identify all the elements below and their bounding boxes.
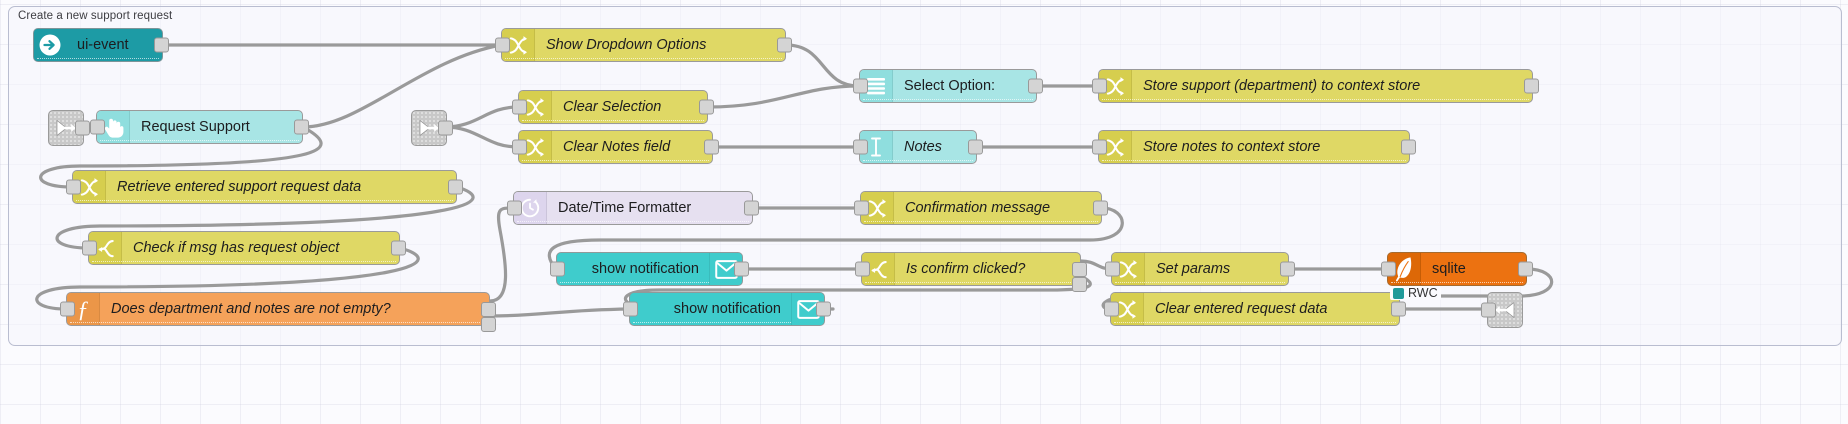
node-label: Show Dropdown Options: [546, 37, 707, 53]
text-cursor-icon: [860, 131, 893, 163]
node-select-option[interactable]: Select Option:: [853, 69, 1043, 103]
node-output-port[interactable]: [294, 119, 309, 135]
node-input-port[interactable]: [1104, 301, 1119, 317]
node-link-in-2[interactable]: [411, 110, 453, 146]
node-link-out-1[interactable]: [1481, 292, 1523, 328]
node-label: sqlite: [1432, 261, 1466, 277]
node-label: show notification: [591, 261, 699, 277]
node-output-port[interactable]: [75, 120, 90, 136]
change-icon: [1111, 293, 1144, 325]
node-output-port[interactable]: [1524, 78, 1539, 94]
node-label: Clear Selection: [563, 99, 662, 115]
arrow-right-circle-icon: [34, 29, 66, 61]
node-input-port[interactable]: [1092, 78, 1107, 94]
node-check-msg[interactable]: Check if msg has request object: [82, 231, 406, 265]
node-store-support[interactable]: Store support (department) to context st…: [1092, 69, 1539, 103]
node-label: Set params: [1156, 261, 1231, 277]
node-output-port-1[interactable]: [481, 302, 496, 317]
link-out-icon: [1494, 300, 1516, 320]
node-output-port[interactable]: [1391, 301, 1406, 317]
node-confirm-msg[interactable]: Confirmation message: [854, 191, 1108, 225]
node-label: Confirmation message: [905, 200, 1051, 216]
node-notes[interactable]: Notes: [853, 130, 983, 164]
node-label: Clear Notes field: [563, 139, 671, 155]
node-store-notes[interactable]: Store notes to context store: [1092, 130, 1416, 164]
node-input-port[interactable]: [855, 261, 870, 277]
node-label: Store support (department) to context st…: [1143, 78, 1421, 94]
node-label: Notes: [904, 139, 942, 155]
node-output-port[interactable]: [968, 139, 983, 155]
node-output-port[interactable]: [699, 99, 714, 115]
status-text: RWC: [1408, 286, 1438, 300]
node-label: Request Support: [141, 119, 250, 135]
node-output-port[interactable]: [1401, 139, 1416, 155]
group-label: Create a new support request: [18, 10, 173, 22]
node-sqlite[interactable]: sqlite: [1381, 252, 1533, 286]
node-label: Check if msg has request object: [133, 240, 340, 256]
node-input-port[interactable]: [507, 200, 522, 216]
node-output-port-1[interactable]: [1072, 262, 1087, 277]
node-output-port[interactable]: [1028, 78, 1043, 94]
node-clear-req-data[interactable]: Clear entered request data: [1104, 292, 1406, 326]
node-input-port[interactable]: [853, 78, 868, 94]
node-input-port[interactable]: [1481, 302, 1496, 318]
node-output-port[interactable]: [816, 301, 831, 317]
node-label: ui-event: [77, 37, 129, 53]
node-datetime-fmt[interactable]: Date/Time Formatter: [507, 191, 759, 225]
node-output-port[interactable]: [1093, 200, 1108, 216]
node-input-port[interactable]: [853, 139, 868, 155]
link-in-icon: [418, 118, 440, 138]
node-output-port-2[interactable]: [1072, 277, 1087, 292]
node-clear-notes[interactable]: Clear Notes field: [512, 130, 719, 164]
node-input-port[interactable]: [512, 139, 527, 155]
node-link-in-1[interactable]: [48, 110, 90, 146]
node-output-port[interactable]: [391, 240, 406, 256]
node-input-port[interactable]: [623, 301, 638, 317]
node-label: Is confirm clicked?: [906, 261, 1026, 277]
node-input-port[interactable]: [90, 119, 105, 135]
node-output-port[interactable]: [1280, 261, 1295, 277]
node-input-port[interactable]: [82, 240, 97, 256]
status-dot-icon: [1393, 287, 1404, 299]
node-input-port[interactable]: [512, 99, 527, 115]
node-label: show notification: [673, 301, 781, 317]
node-output-port[interactable]: [438, 120, 453, 136]
node-is-confirm[interactable]: Is confirm clicked?: [855, 252, 1087, 292]
node-input-port[interactable]: [854, 200, 869, 216]
node-output-port[interactable]: [1518, 261, 1533, 277]
node-input-port[interactable]: [1092, 139, 1107, 155]
node-label: Store notes to context store: [1143, 139, 1321, 155]
node-show-notif-2[interactable]: show notification: [623, 292, 831, 326]
node-ui-event[interactable]: ui-event: [33, 28, 169, 62]
change-icon: [73, 171, 106, 203]
node-output-port[interactable]: [777, 37, 792, 53]
link-in-icon: [55, 118, 77, 138]
node-label: Does department and notes are not empty?: [111, 301, 391, 317]
node-input-port[interactable]: [495, 37, 510, 53]
status-badge: RWC: [1390, 286, 1441, 300]
node-label: Retrieve entered support request data: [117, 179, 362, 195]
node-input-port[interactable]: [1381, 261, 1396, 277]
node-input-port[interactable]: [60, 301, 75, 317]
node-input-port[interactable]: [1105, 261, 1120, 277]
node-set-params[interactable]: Set params: [1105, 252, 1295, 286]
node-output-port[interactable]: [734, 261, 749, 277]
node-label: Date/Time Formatter: [558, 200, 692, 216]
node-label: Clear entered request data: [1155, 301, 1328, 317]
node-output-port[interactable]: [448, 179, 463, 195]
node-output-port-2[interactable]: [481, 317, 496, 332]
node-input-port[interactable]: [550, 261, 565, 277]
node-output-port[interactable]: [744, 200, 759, 216]
node-input-port[interactable]: [66, 179, 81, 195]
node-clear-selection[interactable]: Clear Selection: [512, 90, 714, 124]
node-request-support[interactable]: Request Support: [90, 110, 309, 144]
node-show-dropdown[interactable]: Show Dropdown Options: [495, 28, 792, 62]
node-output-port[interactable]: [154, 37, 169, 53]
node-show-notif-1[interactable]: show notification: [550, 252, 749, 286]
node-output-port[interactable]: [704, 139, 719, 155]
feather-icon: [1388, 253, 1421, 285]
node-label: Select Option:: [904, 78, 996, 94]
node-retrieve-data[interactable]: Retrieve entered support request data: [66, 170, 463, 204]
